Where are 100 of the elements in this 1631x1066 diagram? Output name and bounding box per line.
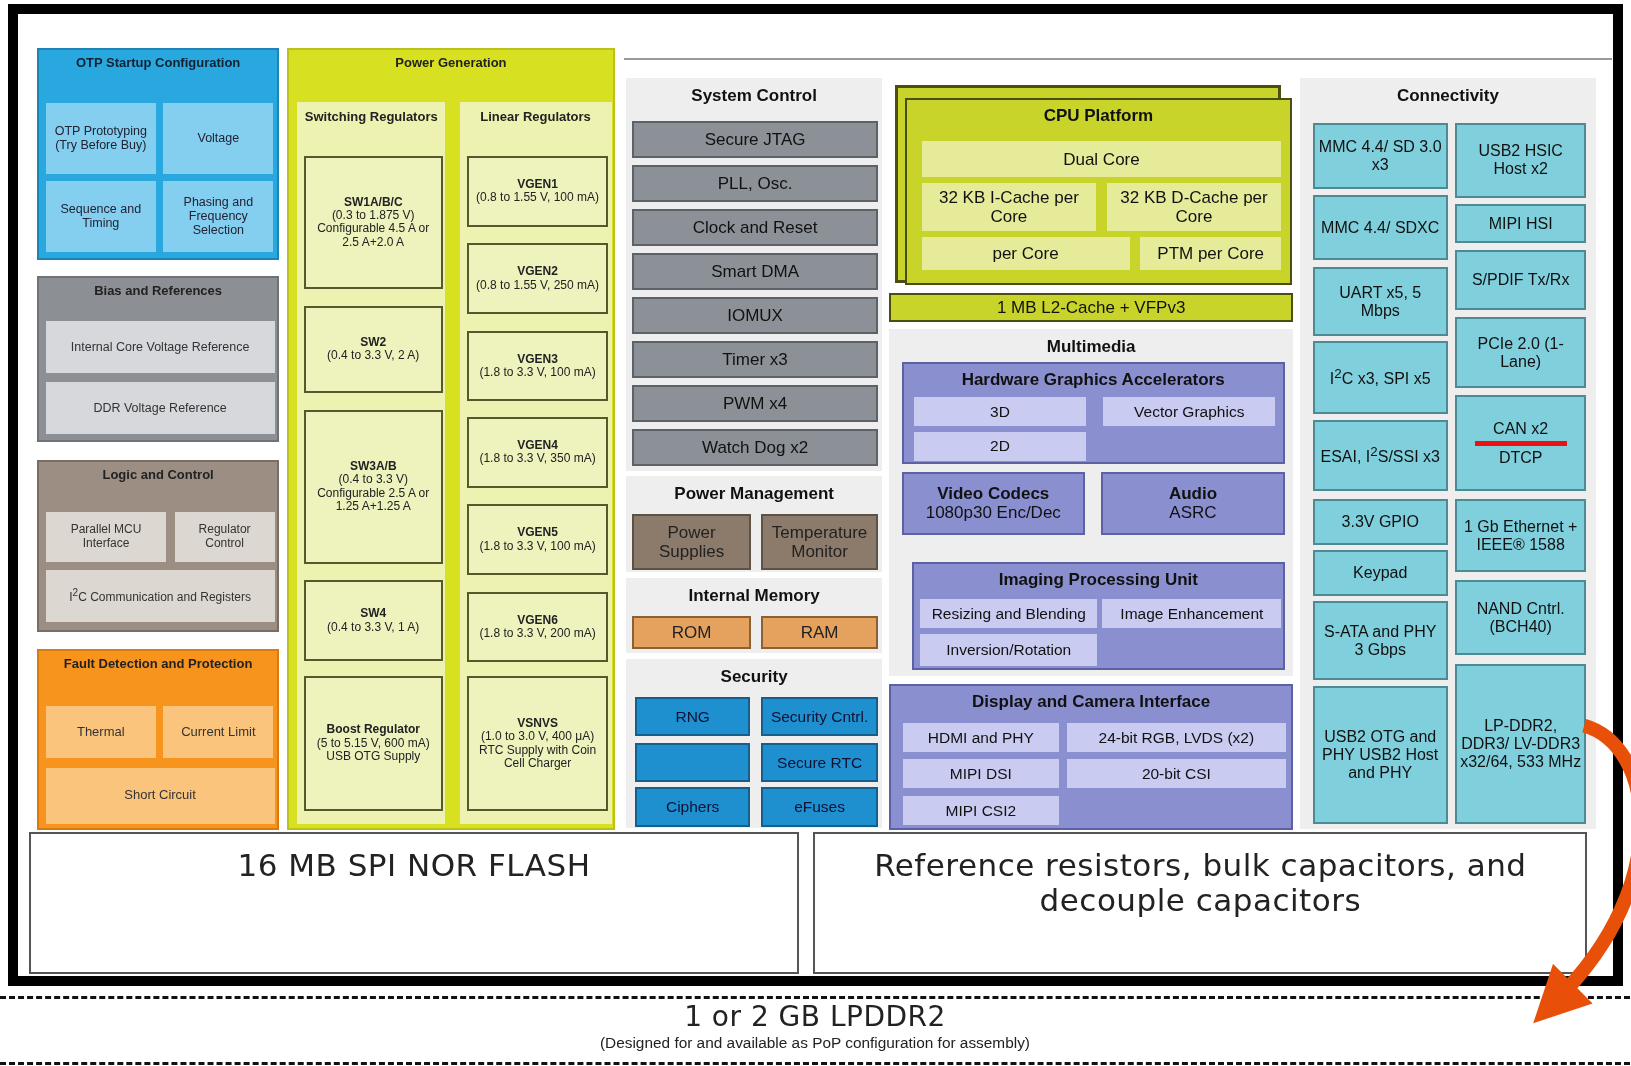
block-label: USB2 OTG and PHY USB2 Host and PHY xyxy=(1321,728,1440,782)
function-block xyxy=(1312,341,1448,414)
regulator-block xyxy=(466,330,609,402)
block-label: Resizing and Blending xyxy=(931,604,1086,623)
block-label: Audio xyxy=(1168,484,1218,504)
function-block xyxy=(920,598,1098,629)
function-block xyxy=(920,634,1098,666)
block-label: Regulator Control xyxy=(197,523,252,551)
block-label: PTM per Core xyxy=(1157,244,1265,264)
block-label: RNG xyxy=(675,707,710,726)
block-label: LP-DDR2, DDR3/ LV-DDR3 x32/64, 533 MHz xyxy=(1460,716,1582,771)
block-label: Keypad xyxy=(1353,564,1408,582)
block-label: Secure RTC xyxy=(777,753,863,772)
block-label: 32 KB I-Cache per Core xyxy=(937,187,1080,226)
function-block xyxy=(1139,237,1282,271)
block-label: S/PDIF Tx/Rx xyxy=(1471,270,1570,289)
function-block xyxy=(1455,249,1587,310)
function-block xyxy=(1312,686,1448,824)
block-label: PCIe 2.0 (1-Lane) xyxy=(1476,334,1565,371)
block-label: Smart DMA xyxy=(711,261,799,281)
function-block xyxy=(45,706,156,759)
section-title: Reference resistors, bulk capacitors, and decouple capacitors xyxy=(873,848,1528,918)
function-block xyxy=(761,787,878,827)
block-label: MIPI HSI xyxy=(1488,214,1553,233)
component-panel xyxy=(29,832,799,974)
section-title: Imaging Processing Unit xyxy=(998,569,1198,589)
function-block xyxy=(163,180,274,252)
function-block xyxy=(921,182,1097,231)
block-label: RAM xyxy=(800,622,839,642)
block-label: 20-bit CSI xyxy=(1141,765,1211,783)
block-label: (1.8 to 3.3 V, 200 mA) xyxy=(479,627,596,641)
section-title: Fault Detection and Protection xyxy=(63,657,253,672)
block-label: VSNVS xyxy=(517,716,558,731)
block-label: VGEN3 xyxy=(517,352,558,366)
block-label: MIPI DSI xyxy=(949,765,1012,783)
block-label: Temperature Monitor xyxy=(770,522,869,561)
block-label: DTCP xyxy=(1498,448,1543,467)
block-label: Phasing and Frequency Selection xyxy=(182,195,255,238)
function-block xyxy=(163,706,274,759)
function-block xyxy=(902,795,1059,825)
block-label: PWM x4 xyxy=(722,393,788,413)
block-label: (1.8 to 3.3 V, 350 mA) xyxy=(479,452,596,466)
block-label: Internal Core Voltage Reference xyxy=(70,340,250,355)
section-title: Internal Memory xyxy=(688,586,820,606)
regulator-block xyxy=(466,591,609,663)
section-title: Connectivity xyxy=(1396,86,1499,106)
function-panel xyxy=(889,684,1293,831)
section-panel xyxy=(889,328,1293,677)
control-panel xyxy=(37,459,279,633)
regulator-column xyxy=(459,101,612,824)
block-label: SW4 xyxy=(360,607,387,621)
block-label: PLL, Osc. xyxy=(717,173,793,193)
function-block xyxy=(761,742,878,783)
block-label: (0.4 to 3.3 V, 2 A) xyxy=(327,349,420,363)
section-title: Multimedia xyxy=(1046,336,1136,356)
function-block xyxy=(1312,420,1448,491)
function-block xyxy=(632,120,878,158)
function-block xyxy=(1312,550,1448,596)
section-panel xyxy=(626,78,883,472)
block-label: Watch Dog x2 xyxy=(702,437,809,457)
block-label: 32 KB D-Cache per Core xyxy=(1119,187,1269,226)
memory-label: 1 or 2 GB LPDDR2 xyxy=(684,1001,946,1033)
note-text: (Designed for and available as PoP configuration for assembly) xyxy=(599,1033,1030,1052)
function-block xyxy=(45,381,275,434)
protection-panel xyxy=(37,649,279,831)
section-title: Linear Regulators xyxy=(480,109,591,125)
function-block xyxy=(45,321,275,374)
function-block xyxy=(1312,601,1448,681)
block-label: Voltage xyxy=(197,131,240,146)
function-panel xyxy=(901,361,1285,464)
block-label: (1.0 to 3.0 V, 400 μA) RTC Supply with Coin Cell Charger xyxy=(478,730,598,771)
block-label: VGEN4 xyxy=(517,438,558,453)
block-label: MMC 4.4/ SD 3.0 x3 xyxy=(1317,138,1443,174)
function-block xyxy=(902,759,1059,789)
block-label: NAND Cntrl. (BCH40) xyxy=(1475,599,1566,636)
regulator-block xyxy=(466,675,609,812)
component-panel xyxy=(813,832,1588,974)
function-block xyxy=(45,511,167,562)
section-panel xyxy=(626,476,883,573)
function-block xyxy=(1455,580,1587,656)
block-label: 1 MB L2-Cache + VFPv3 xyxy=(996,298,1186,318)
block-label: Sequence and Timing xyxy=(59,202,143,231)
block-label: (5 to 5.15 V, 600 mA) USB OTG Supply xyxy=(315,736,431,764)
function-block xyxy=(1455,317,1587,388)
block-label: Current Limit xyxy=(181,724,256,740)
block-label: USB2 HSIC Host x2 xyxy=(1477,142,1564,178)
block-label: Image Enhancement xyxy=(1120,604,1264,623)
function-block xyxy=(635,787,750,827)
block-label: Video Codecs xyxy=(937,484,1050,504)
function-block xyxy=(914,431,1086,461)
cache-bar xyxy=(889,293,1293,323)
regulator-block xyxy=(466,155,609,227)
block-label: CAN x2 xyxy=(1493,419,1549,438)
block-label: Inversion/Rotation xyxy=(946,641,1072,659)
block-label: UART x5, 5 Mbps xyxy=(1338,283,1423,320)
section-title: System Control xyxy=(691,86,817,106)
block-label: 3.3V GPIO xyxy=(1341,513,1419,531)
function-block xyxy=(632,252,878,290)
section-title: Power Management xyxy=(674,484,834,504)
function-block xyxy=(1455,499,1587,572)
